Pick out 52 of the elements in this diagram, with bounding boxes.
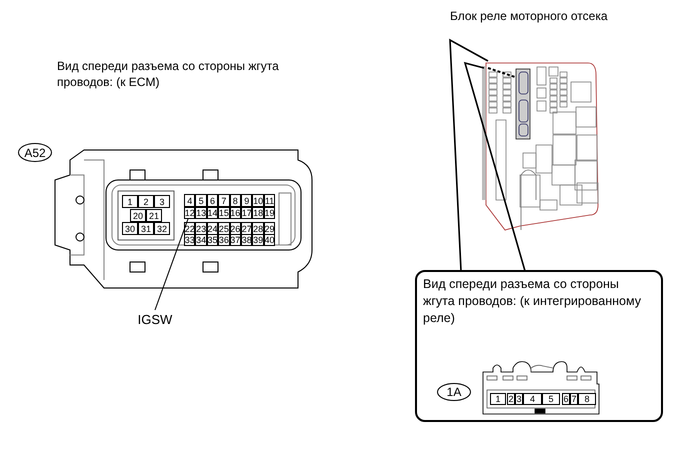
pin-cell: 7 xyxy=(570,393,578,405)
component-title: Блок реле моторного отсека xyxy=(450,8,609,24)
pin-cell: 30 xyxy=(122,222,138,235)
pin-cell: 25 xyxy=(218,222,230,235)
pin-cell: 20 xyxy=(130,209,146,222)
pin-cell: 39 xyxy=(252,234,264,246)
connector-code-callout: 1A xyxy=(437,383,471,401)
pin-cell: 1 xyxy=(122,195,138,208)
pin-cell: 36 xyxy=(218,234,230,246)
pin-cell: 17 xyxy=(241,207,252,219)
pin-cell: 13 xyxy=(195,207,207,219)
pin-cell: 35 xyxy=(206,234,218,246)
pin-name-label: IGSW xyxy=(132,310,178,328)
pin-cell: 5 xyxy=(542,393,560,405)
pin-cell: 6 xyxy=(562,393,570,405)
pin-cell: 10 xyxy=(252,194,264,207)
leader-line xyxy=(154,218,188,310)
pin-cell: 8 xyxy=(230,194,241,207)
view-description: Вид спереди разъема со стороны жгута проводов: (к ECM) xyxy=(57,58,280,90)
pin-cell: 15 xyxy=(218,207,230,219)
pin-cell: 33 xyxy=(184,234,196,246)
pin-cell: 14 xyxy=(206,207,218,219)
pin-cell: 40 xyxy=(264,234,276,246)
pin-cell: 5 xyxy=(195,194,207,207)
pin-cell: 9 xyxy=(241,194,252,207)
pin-cell: 16 xyxy=(230,207,241,219)
pin-cell: 6 xyxy=(206,194,218,207)
pin-cell: 32 xyxy=(154,222,170,235)
pin-cell: 23 xyxy=(195,222,207,235)
pin-cell: 2 xyxy=(138,195,154,208)
pin-cell: 34 xyxy=(195,234,207,246)
pin-cell: 3 xyxy=(515,393,523,405)
connector-code-callout: A52 xyxy=(18,143,52,162)
pin-cell: 37 xyxy=(230,234,241,246)
pin-cell: 3 xyxy=(154,195,170,208)
pin-cell: 4 xyxy=(184,194,196,207)
pin-cell: 7 xyxy=(218,194,230,207)
pin-cell: 28 xyxy=(252,222,264,235)
callout-box xyxy=(415,270,663,422)
pin-cell: 19 xyxy=(264,207,276,219)
pin-cell: 8 xyxy=(578,393,596,405)
pin-cell: 38 xyxy=(241,234,252,246)
pin-cell: 2 xyxy=(507,393,515,405)
pin-cell: 12 xyxy=(184,207,196,219)
pin-cell: 21 xyxy=(146,209,162,222)
pin-cell: 31 xyxy=(138,222,154,235)
pin-cell: 11 xyxy=(264,194,276,207)
pin-cell: 18 xyxy=(252,207,264,219)
callout-heading: Вид спереди разъема со стороны жгута проводов: (к интегрированному реле) xyxy=(423,276,642,327)
pin-cell: 4 xyxy=(523,393,542,405)
pin-cell: 27 xyxy=(241,222,252,235)
pin-cell: 1 xyxy=(490,393,506,405)
